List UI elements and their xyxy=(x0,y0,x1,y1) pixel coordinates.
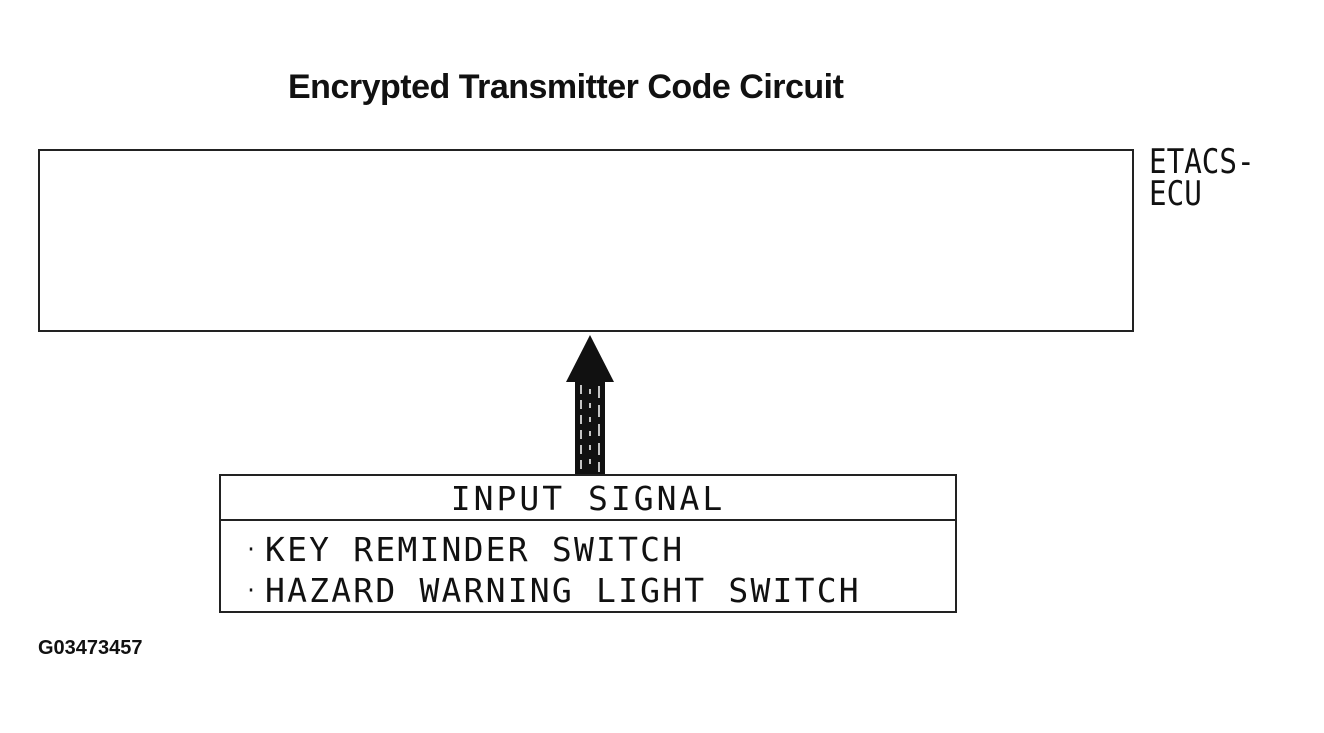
signal-arrow-icon xyxy=(566,335,614,474)
list-item: · KEY REMINDER SWITCH xyxy=(245,529,861,570)
bullet-icon: · xyxy=(245,537,260,561)
input-signal-box: INPUT SIGNAL · KEY REMINDER SWITCH · HAZ… xyxy=(219,474,957,613)
etacs-ecu-label: ETACS- ECU xyxy=(1149,142,1255,214)
figure-id: G03473457 xyxy=(38,637,143,659)
bullet-icon: · xyxy=(245,578,260,602)
ecu-label-line-1: ETACS- xyxy=(1149,142,1255,182)
list-item: · HAZARD WARNING LIGHT SWITCH xyxy=(245,570,861,611)
input-signal-list: · KEY REMINDER SWITCH · HAZARD WARNING L… xyxy=(245,529,861,611)
signal-item-label: HAZARD WARNING LIGHT SWITCH xyxy=(265,571,861,610)
signal-item-label: KEY REMINDER SWITCH xyxy=(265,530,685,569)
ecu-label-line-2: ECU xyxy=(1149,174,1202,214)
etacs-ecu-box xyxy=(38,149,1134,332)
diagram-title: Encrypted Transmitter Code Circuit xyxy=(288,68,844,106)
input-signal-header: INPUT SIGNAL xyxy=(221,476,955,521)
